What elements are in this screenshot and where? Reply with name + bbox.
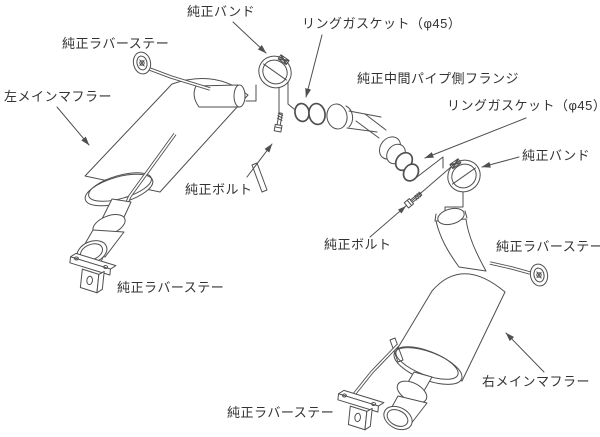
right-intermediate-pipe-flange <box>355 113 414 172</box>
label-right-muffler: 右メインマフラー <box>482 374 591 389</box>
right-muffler-drawing <box>393 273 506 385</box>
right-hanger-rod-bottom <box>350 343 400 399</box>
left-ring-gasket-drawing <box>294 102 310 123</box>
label-right-rubber-stay-bottom: 純正ラバーステー <box>227 405 335 420</box>
label-right-bolt: 純正ボルト <box>324 237 392 252</box>
label-left-bolt: 純正ボルト <box>185 182 253 197</box>
left-assembly-drawing <box>56 21 382 295</box>
right-tailpipe-drawing <box>383 371 433 431</box>
right-leader-lines <box>369 117 545 373</box>
left-hanger-rod-top <box>146 66 211 91</box>
right-ring-gasket-drawing <box>402 163 420 182</box>
left-intermediate-pipe-flange <box>308 102 382 133</box>
left-rear-hanger-strip <box>251 162 268 193</box>
label-left-band: 純正バンド <box>187 4 256 19</box>
right-band-clamp <box>439 151 488 199</box>
label-right-rubber-stay-side: 純正ラバーステー <box>496 239 600 254</box>
right-rubber-stay-grommet <box>527 261 551 289</box>
left-rubber-stay-grommet <box>130 49 154 77</box>
right-hanger-rod-side <box>489 261 531 275</box>
right-rubber-stay-bracket <box>334 389 386 432</box>
left-band-clamp <box>251 47 300 95</box>
label-right-band: 純正バンド <box>522 148 591 163</box>
left-leader-lines <box>56 21 323 178</box>
left-rubber-stay-bracket <box>66 252 118 295</box>
label-left-muffler: 左メインマフラー <box>4 89 113 104</box>
right-assembly-drawing <box>334 113 551 432</box>
label-left-rubber-stay-top: 純正ラバーステー <box>62 36 170 51</box>
label-right-ring-gasket: リングガスケット（φ45） <box>447 98 600 113</box>
right-assembly-connectors <box>416 156 464 214</box>
label-right-flange: 純正中間パイプ側フランジ <box>357 71 520 86</box>
left-inlet-pipe-drawing <box>193 84 246 108</box>
label-left-rubber-stay-bottom: 純正ラバーステー <box>117 280 225 295</box>
label-left-ring-gasket: リングガスケット（φ45） <box>302 16 462 31</box>
right-inlet-pipe-drawing <box>434 207 487 272</box>
left-bolt-drawing <box>273 112 285 133</box>
